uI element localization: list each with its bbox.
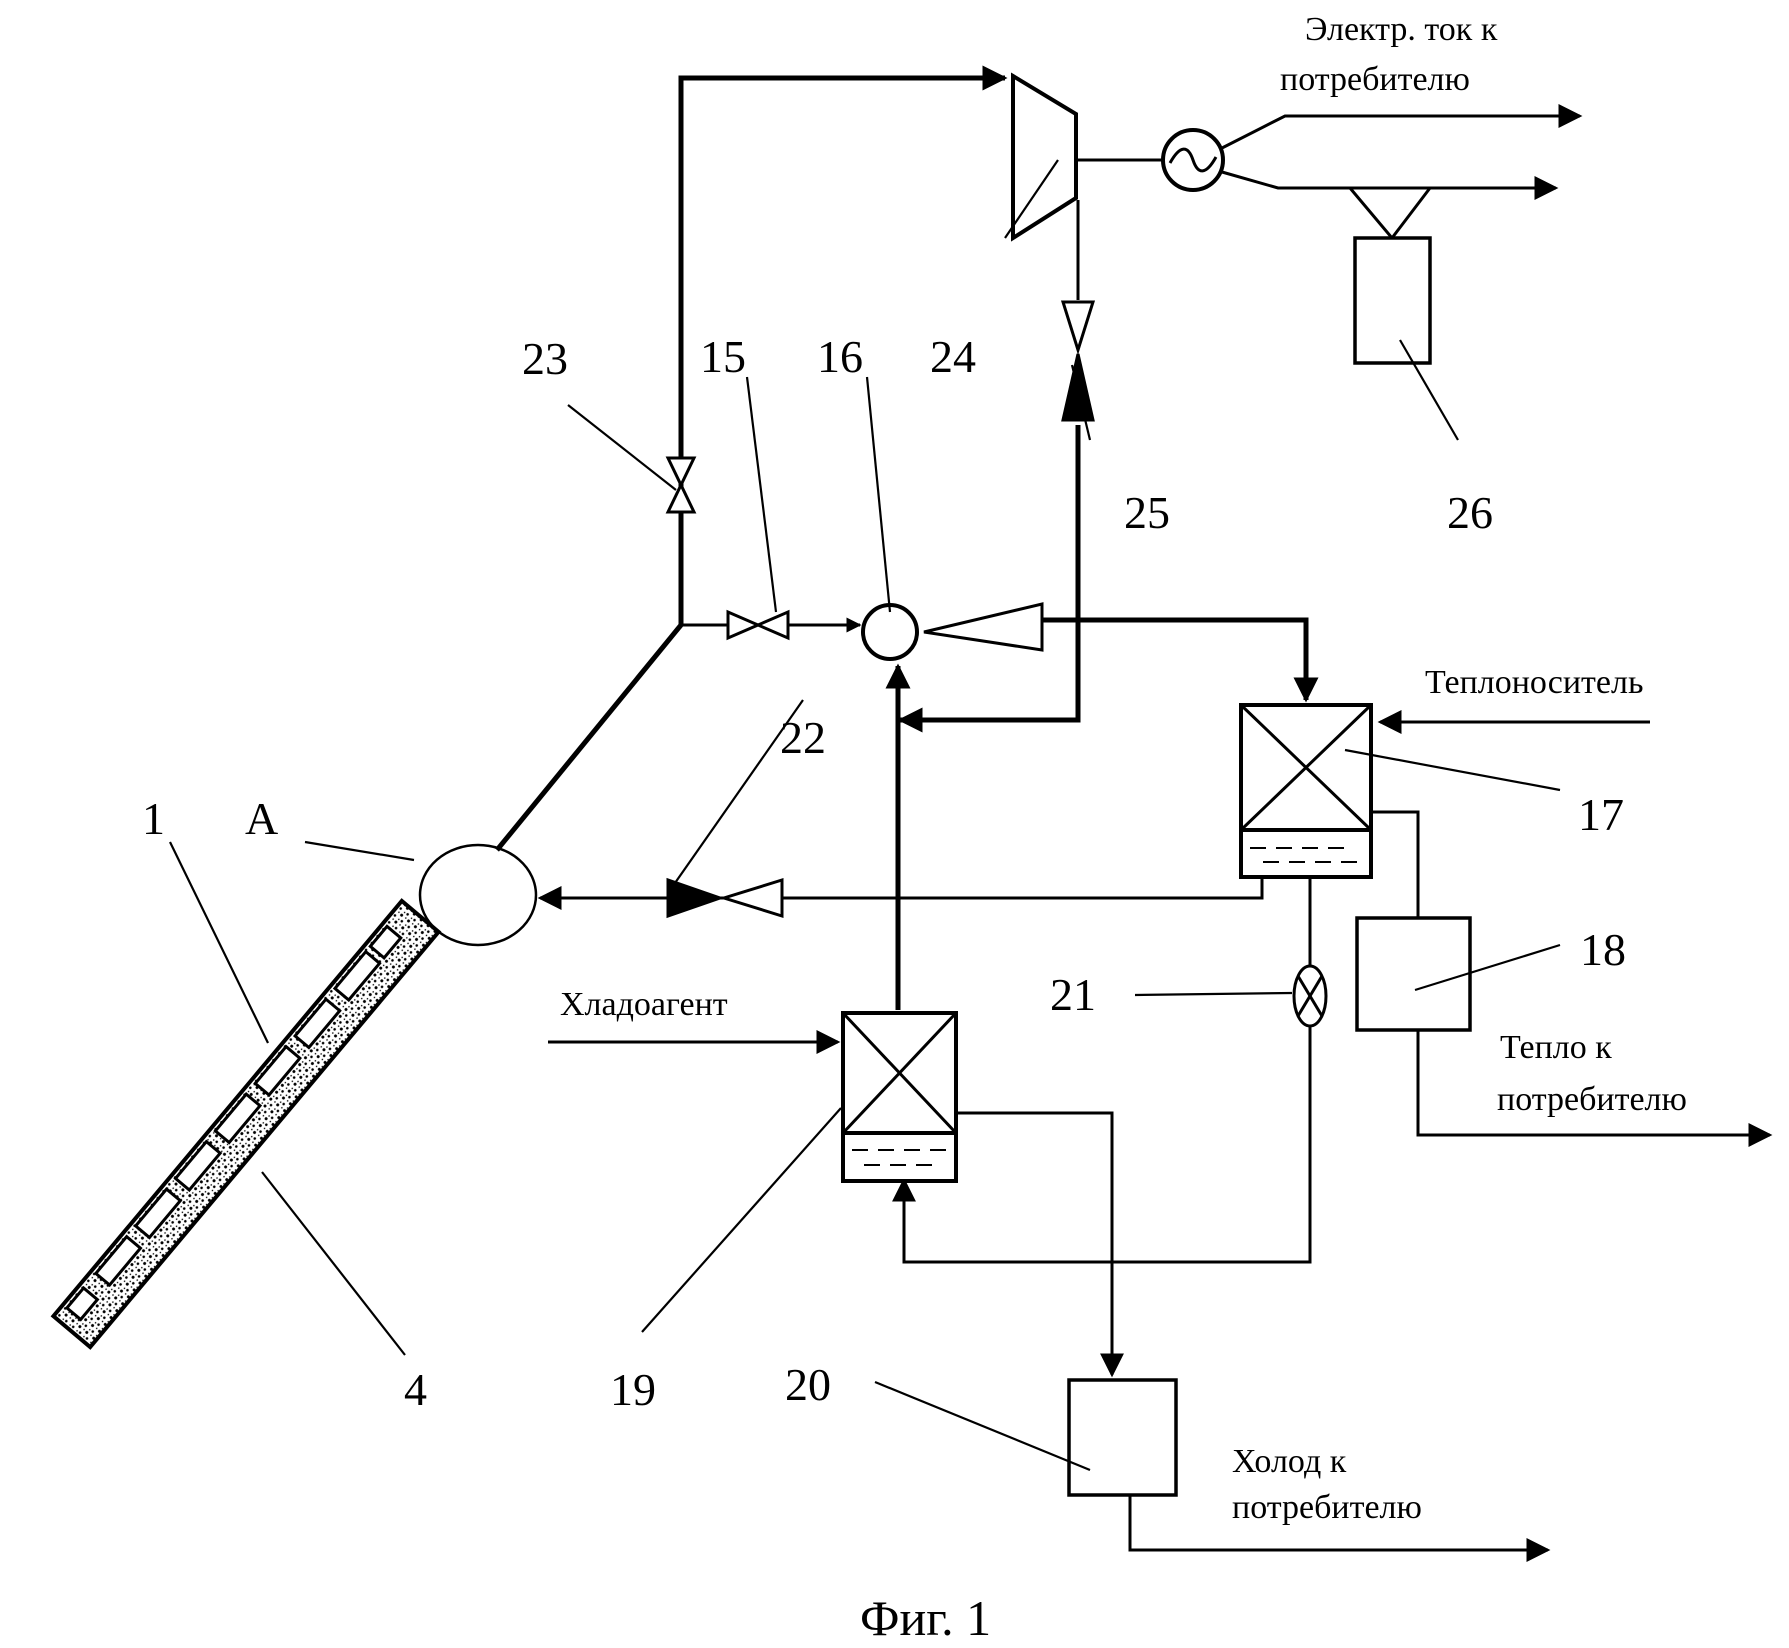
label-16: 16 bbox=[817, 331, 863, 382]
label-17: 17 bbox=[1578, 789, 1624, 840]
label-25: 25 bbox=[1124, 487, 1170, 538]
label-20: 20 bbox=[785, 1359, 831, 1410]
detail-a-circle bbox=[418, 843, 538, 947]
heat-exchanger-17 bbox=[1239, 703, 1373, 879]
valve-25 bbox=[1060, 300, 1096, 422]
heat-output-line bbox=[1416, 1030, 1773, 1147]
label-23: 23 bbox=[522, 333, 568, 384]
valve-22 bbox=[666, 877, 784, 919]
battery-link bbox=[1348, 187, 1432, 241]
leader-lines bbox=[169, 159, 1561, 1472]
pipe-21-to-19 bbox=[892, 1026, 1312, 1264]
label-26: 26 bbox=[1447, 487, 1493, 538]
valve-15 bbox=[726, 609, 790, 641]
label-a: А bbox=[245, 793, 278, 844]
component-labels: 23 15 16 24 25 26 22 А 1 17 18 21 4 19 2… bbox=[142, 331, 1626, 1415]
pipe-ejector-to-17 bbox=[1042, 617, 1319, 703]
electric-output-line bbox=[1221, 104, 1583, 150]
storage-26 bbox=[1353, 236, 1432, 365]
valve-23 bbox=[665, 456, 697, 514]
heat-output-label-line2: потребителю bbox=[1497, 1081, 1687, 1118]
label-1: 1 bbox=[142, 793, 165, 844]
electric-label-line2: потребителю bbox=[1280, 61, 1470, 98]
label-22: 22 bbox=[780, 712, 826, 763]
refrigerant-label: Хладоагент bbox=[560, 986, 728, 1023]
evaporator-19 bbox=[841, 1011, 958, 1183]
steam-pipe-main bbox=[495, 65, 1008, 852]
heat-output-label-line1: Тепло к bbox=[1500, 1029, 1612, 1066]
label-15: 15 bbox=[700, 331, 746, 382]
pipe-17-to-18 bbox=[1371, 810, 1420, 918]
label-4: 4 bbox=[404, 1364, 427, 1415]
inclined-well bbox=[50, 898, 442, 1350]
cold-output-label-line2: потребителю bbox=[1232, 1489, 1422, 1526]
flow-labels: Электр. ток к потребителю Теплоноситель … bbox=[560, 11, 1687, 1526]
label-21: 21 bbox=[1050, 969, 1096, 1020]
generator bbox=[1161, 128, 1225, 192]
heat-consumer-18 bbox=[1355, 916, 1472, 1032]
label-19: 19 bbox=[610, 1364, 656, 1415]
label-24: 24 bbox=[930, 331, 976, 382]
throttle-valve-21 bbox=[1292, 964, 1328, 1028]
cold-consumer-20 bbox=[1067, 1378, 1178, 1497]
figure-caption: Фиг. 1 bbox=[860, 1590, 991, 1646]
turbine-24 bbox=[1011, 72, 1078, 242]
electric-label-line1: Электр. ток к bbox=[1305, 11, 1498, 48]
well-capsules bbox=[64, 924, 403, 1322]
cold-output-label-line1: Холод к bbox=[1232, 1443, 1347, 1480]
heat-carrier-label: Теплоноситель bbox=[1425, 664, 1643, 701]
label-18: 18 bbox=[1580, 924, 1626, 975]
cold-output-line bbox=[1128, 1495, 1551, 1562]
ejector-16 bbox=[861, 602, 1044, 661]
pipe-return-to-well bbox=[537, 877, 1264, 910]
electric-output-line-2 bbox=[1221, 170, 1559, 200]
pipe-feedback-to-ejector bbox=[897, 595, 1081, 733]
pipe-19-to-20 bbox=[956, 1111, 1124, 1378]
